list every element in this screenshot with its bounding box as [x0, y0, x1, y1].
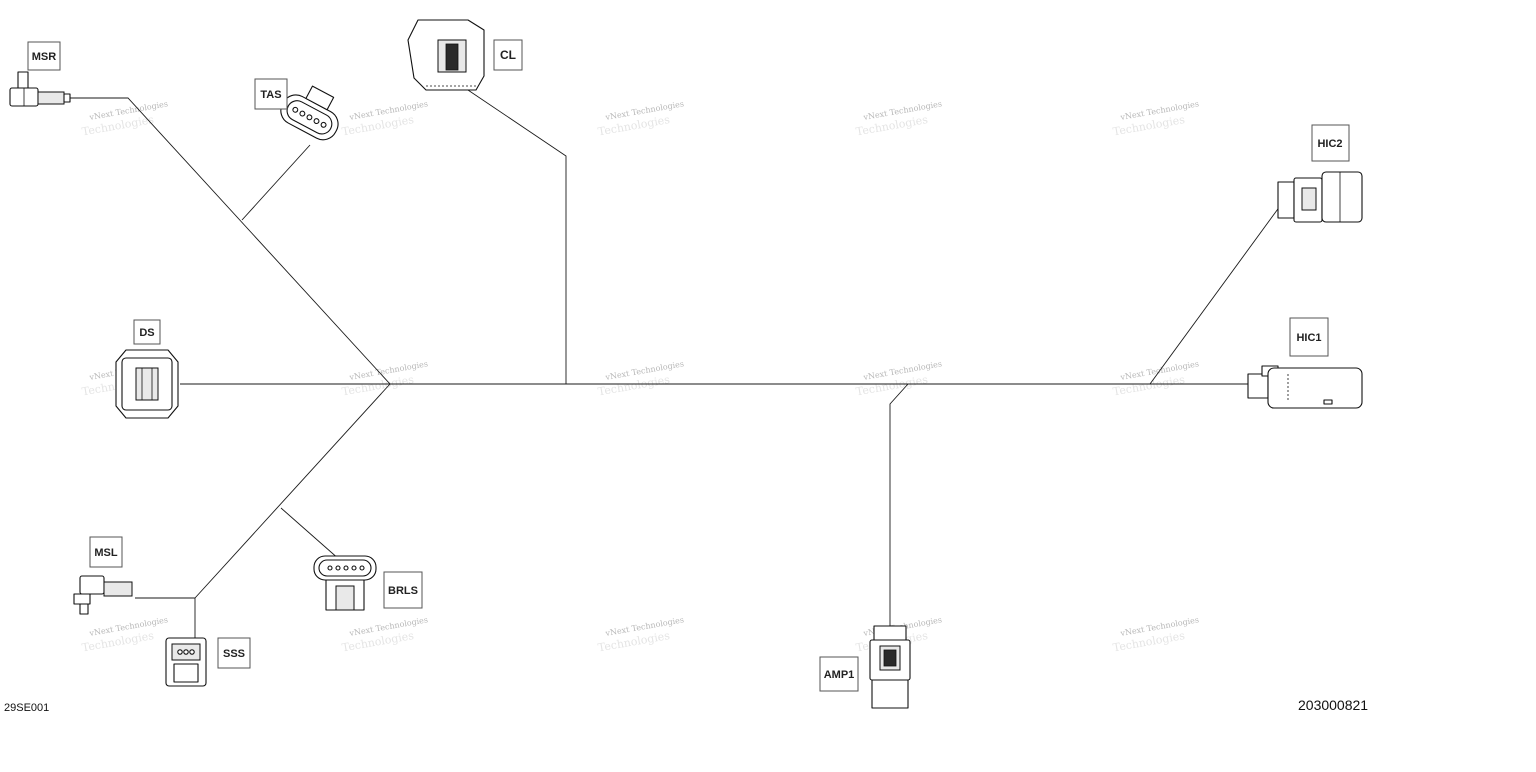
connector-pin — [299, 110, 306, 117]
connector-pin — [335, 565, 341, 571]
label-text: SSS — [223, 648, 245, 660]
connector-part — [37, 91, 65, 105]
connector-cl[interactable] — [407, 19, 485, 91]
figure-code: 29SE001 — [4, 702, 50, 714]
connector-part — [173, 663, 199, 683]
label-box — [27, 41, 61, 71]
connector-pin — [313, 118, 320, 125]
connector-pin — [306, 114, 313, 121]
connector-pin — [359, 565, 365, 571]
label-amp1: AMP1 — [819, 656, 859, 692]
connector-brls[interactable] — [313, 555, 377, 611]
connector-pin — [343, 565, 349, 571]
connector-part — [63, 93, 71, 103]
connector-part — [73, 593, 91, 605]
connector-msr[interactable] — [9, 71, 71, 107]
label-ds: DS — [133, 319, 161, 345]
label-text: AMP1 — [824, 669, 855, 681]
connector-msl[interactable] — [73, 575, 133, 615]
wire-tas — [241, 144, 311, 221]
connector-sss[interactable] — [165, 637, 207, 687]
label-tas: TAS — [254, 78, 288, 110]
wire-brls — [280, 507, 341, 561]
label-msl: MSL — [89, 536, 123, 568]
label-box — [254, 78, 288, 110]
label-msr: MSR — [27, 41, 61, 71]
label-box — [217, 637, 251, 669]
label-hic2: HIC2 — [1311, 124, 1350, 162]
label-box — [1311, 124, 1350, 162]
label-text: TAS — [260, 89, 281, 101]
connector-part — [79, 575, 105, 595]
connector-part — [871, 679, 909, 709]
label-box — [133, 319, 161, 345]
connector-pin — [351, 565, 357, 571]
connector-part — [1301, 187, 1317, 211]
label-box — [383, 571, 423, 609]
connector-pin — [327, 565, 333, 571]
connector-part — [883, 649, 897, 667]
connector-part — [1277, 181, 1295, 219]
connector-part — [79, 603, 89, 615]
wire-msr — [68, 97, 391, 385]
label-brls: BRLS — [383, 571, 423, 609]
connector-pin — [183, 649, 189, 655]
wire-layer — [68, 85, 1284, 640]
label-text: MSR — [32, 51, 57, 63]
label-box — [1289, 317, 1329, 357]
label-text: BRLS — [388, 585, 418, 597]
connector-hic2[interactable] — [1277, 171, 1363, 223]
connector-pin — [320, 121, 327, 128]
label-text: MSL — [94, 547, 118, 559]
connector-pin — [292, 106, 299, 113]
label-text: HIC1 — [1296, 332, 1321, 344]
wire-msl-sss — [135, 597, 196, 640]
connector-pin — [189, 649, 195, 655]
part-number: 203000821 — [1298, 697, 1369, 713]
connector-ds[interactable] — [115, 349, 179, 419]
connector-part — [103, 581, 133, 597]
connector-part — [445, 43, 459, 71]
wire-lower-left — [194, 383, 391, 599]
connector-amp1[interactable] — [869, 625, 911, 709]
label-text: CL — [500, 48, 516, 62]
label-box — [819, 656, 859, 692]
connector-part — [1247, 373, 1269, 399]
label-text: HIC2 — [1317, 138, 1342, 150]
label-cl: CL — [493, 39, 523, 71]
connector-part — [305, 85, 335, 111]
connector-part — [335, 585, 355, 611]
wire-cl — [461, 85, 567, 384]
label-box — [493, 39, 523, 71]
connector-part — [1267, 367, 1363, 409]
label-hic1: HIC1 — [1289, 317, 1329, 357]
label-box — [89, 536, 123, 568]
label-sss: SSS — [217, 637, 251, 669]
connector-pin — [177, 649, 183, 655]
connector-part — [1323, 399, 1333, 405]
wire-hic2 — [1149, 201, 1284, 385]
connector-hic1[interactable] — [1247, 365, 1363, 409]
connector-part — [873, 625, 907, 641]
connector-part — [1321, 171, 1363, 223]
wire-amp1 — [889, 383, 909, 628]
label-text: DS — [139, 327, 154, 339]
connector-part — [135, 367, 159, 401]
connector-part — [17, 71, 29, 89]
